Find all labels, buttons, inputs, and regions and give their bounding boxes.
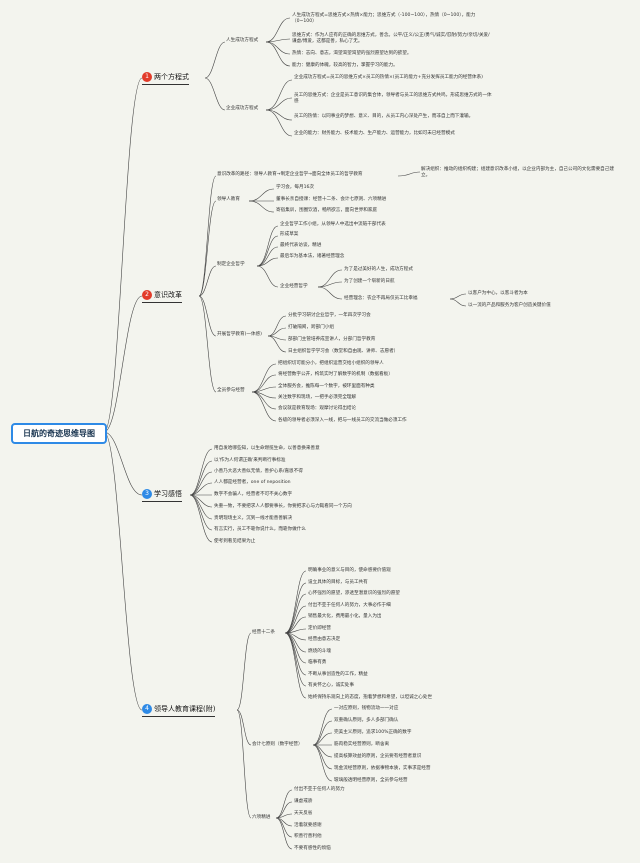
list-item[interactable]: 有关怀之心，诚实处事	[308, 683, 354, 688]
list-item[interactable]: 部部门主管培养成宣讲人，分部门哲学教育	[288, 337, 376, 342]
list-item[interactable]: 把组织切可能分小，把组织运营交给小组织的领导人	[278, 361, 384, 366]
node-all-participate[interactable]: 全员参与经营	[217, 388, 245, 393]
number-badge-4: 4	[142, 704, 152, 714]
list-item[interactable]: 完美主义原则，追求100%正确的数字	[334, 730, 412, 735]
list-item[interactable]: 谦虚戒骄	[294, 799, 313, 804]
node-seven-accounting[interactable]: 会计七原则（数字经营）	[252, 742, 303, 747]
root-to-branch-4	[103, 431, 143, 711]
list-item[interactable]: 使考到看见结果为止	[214, 539, 256, 544]
root-to-branch-2	[103, 295, 143, 433]
node-life-formula-item[interactable]: 能力：健康的体魄，较高的智力，掌握学习的能力。	[292, 63, 398, 68]
list-item[interactable]: 为了是过美好的人生，成功方程式	[344, 267, 413, 272]
node-reform-path-note[interactable]: 解决组织：推动的组织构建；组建意识改革小组，以企业内部为主，自己公司的文化需要自…	[421, 167, 614, 178]
list-item[interactable]: 临事有勇	[308, 660, 327, 665]
node-corp-formula-item[interactable]: 企业成功方程式=员工的思维方式×员工的热情×(员工的能力+充分发挥员工能力的经营…	[294, 75, 483, 80]
list-item[interactable]: 有言实行，员工不靠你说什么，而靠你做什么	[214, 527, 306, 532]
list-item[interactable]: 付出不亚于任何人的努力	[294, 787, 345, 792]
list-item[interactable]: 设立具体的目标，与员工共有	[308, 580, 368, 585]
list-item[interactable]: 双重确认原则，多人多部门确认	[334, 718, 399, 723]
list-item[interactable]: 付出不亚于任何人的努力，大事必作于细	[308, 603, 391, 608]
list-item[interactable]: 董事长亲自授课：经营十二条、会计七原则、六项精进	[276, 197, 387, 202]
list-item[interactable]: 燃烧的斗魂	[308, 649, 331, 654]
list-item[interactable]: 明确事业的意义与目的，使命感要价值观	[308, 568, 391, 573]
list-item[interactable]: 学习会，每月16次	[276, 185, 315, 190]
node-corp-formula-item[interactable]: 员工的思维方式：企业是员工意识的集合体，领导者与员工的思维方式共鸣，形成思维方式…	[294, 93, 492, 104]
list-item[interactable]: 失重一致，不要把求人人都要事长，你要把求心与力辄看同一个方向	[214, 504, 352, 509]
node-life-formula-item[interactable]: 思维方式：作为人应有的正确的思维方式，善念。公平/正义/公正/勇气/诚实/忍耐/…	[292, 33, 490, 44]
node-corp-formula[interactable]: 企业成功方程式	[226, 106, 259, 111]
branch-3-label: 学习感悟	[154, 490, 182, 498]
node-make-philosophy[interactable]: 制定企业哲学	[217, 262, 245, 267]
node-corp-formula-item[interactable]: 企业的能力：财务能力、技术能力、生产能力、运营能力，比如可未已经营模式	[294, 131, 455, 136]
node-twelve-rules[interactable]: 经营十二条	[252, 630, 275, 635]
node-leader-education[interactable]: 领导人教育	[217, 197, 240, 202]
root-to-branch-1	[103, 77, 143, 433]
branch-4-label: 领导人教育课程(附)	[154, 705, 216, 713]
list-item[interactable]: 打破隔阂，跨部门小组	[288, 325, 334, 330]
number-badge-2: 2	[142, 290, 152, 300]
list-item[interactable]: 现金流经营原则，依据事物本质，实事求是经营	[334, 766, 431, 771]
node-life-formula[interactable]: 人生成功方程式	[226, 38, 259, 43]
list-item[interactable]: 人人都是经营者，one of neposition	[214, 480, 291, 485]
list-item[interactable]: 日主组织哲学学习会（数堂和自由观、讲师、志愿者）	[288, 349, 399, 354]
root-to-branch-3	[103, 431, 143, 496]
list-item[interactable]: 不要有感性的烦恼	[294, 846, 331, 851]
list-item[interactable]: 玻璃般透明经营原则，全员参与经营	[334, 778, 408, 783]
list-item[interactable]: 始终保持乐观向上的态度，抱着梦想和希望，以坦诚之心处世	[308, 695, 433, 700]
list-item[interactable]: 最终代表访谈，精进	[280, 243, 322, 248]
list-item[interactable]: 积善行善利他	[294, 834, 322, 839]
node-life-formula-item[interactable]: 人生成功方程式=思维方式×热情×能力；思维方式（-100~100），热情（0~1…	[292, 13, 476, 24]
list-item[interactable]: 以一流的产品和服务为客户创造关键价值	[468, 303, 551, 308]
node-six-diligence[interactable]: 六项精进	[252, 815, 271, 820]
list-item[interactable]: 数字不会骗人，经营者不可不关心数字	[214, 492, 293, 497]
node-corp-philosophy[interactable]: 企业经营哲学	[280, 284, 308, 289]
node-corp-formula-item[interactable]: 员工的热情：以同事业的梦想、意义、目的，从员工内心深处产生，而非自上而下灌输。	[294, 114, 474, 119]
root-topic[interactable]: 日航的奇迹思维导图	[11, 423, 107, 444]
node-reform-path[interactable]: 意识改革的路径：领导人教育→制定企业哲学→面向全体员工的哲学教育	[217, 172, 363, 177]
list-item[interactable]: 小善乃大恶大善似无情，善护心系/嘉恩不得	[214, 469, 303, 474]
number-badge-1: 1	[142, 72, 152, 82]
list-item[interactable]: 贵明现场主义，沉到一线才能善善解决	[214, 516, 293, 521]
list-item[interactable]: 以'作为人何谓正确'来判断行事标准	[214, 458, 286, 463]
list-item[interactable]: 经营由意志决定	[308, 637, 341, 642]
list-item[interactable]: 定价即经营	[308, 626, 331, 631]
list-item[interactable]: 关注数字和现场，一把手必须完全理解	[278, 395, 357, 400]
list-item[interactable]: 会议就是教育现场：观摩讨论得出结论	[278, 406, 357, 411]
list-item[interactable]: 寄宿集训，围圈饮酒，畅所欲言，面向世界和家庭	[276, 208, 378, 213]
list-item[interactable]: 全体服务会，推陈每一个数字，被环里面有种类	[278, 384, 375, 389]
list-item[interactable]: 销售最大化，费用最小化，量入为出	[308, 614, 382, 619]
list-item[interactable]: 不断从事创造性的工作，精益	[308, 672, 368, 677]
list-item[interactable]: 天天反省	[294, 811, 313, 816]
list-item[interactable]: 分批学习研讨企业哲学，一年四次学习会	[288, 313, 371, 318]
list-item[interactable]: 最后华为基本法，诸著经营理念	[280, 254, 345, 259]
list-item[interactable]: 提高核算效益的原则，企员要有经营者意识	[334, 754, 422, 759]
branch-2-label: 意识改革	[154, 291, 182, 299]
list-item[interactable]: 活着就要感谢	[294, 823, 322, 828]
list-item[interactable]: 各级的领导者必须深入一线，把与一线员工的交流当做必须工作	[278, 418, 407, 423]
node-mgmt-idea[interactable]: 经营理念：农企不再局仅员工比幸福	[344, 296, 418, 301]
list-item[interactable]: 用自发哈哪些知，以生命燃揽生命，以善意换来善意	[214, 446, 320, 451]
number-badge-3: 3	[142, 489, 152, 499]
list-item[interactable]: 以客户为中心，以客斗者为本	[468, 291, 528, 296]
list-item[interactable]: 企业哲学工作小组，从领导人中选出中流砥干部代表	[280, 222, 386, 227]
list-item[interactable]: 一对应原则，钱物流动一一对应	[334, 706, 399, 711]
list-item[interactable]: 筋肉稳实经营原则，断舍离	[334, 742, 390, 747]
list-item[interactable]: 心怀强烈的愿望，渗透至潜意识的强烈的愿望	[308, 591, 400, 596]
branch-1-label: 两个方程式	[154, 73, 189, 81]
node-life-formula-item[interactable]: 热情：志向、意志，渴望渴望渴望的强烈愿望达到的欲望。	[292, 51, 412, 56]
list-item[interactable]: 形成草案	[280, 232, 299, 237]
list-item[interactable]: 将经营数字公开，构筑实时了解数字的机制（数据看板）	[278, 372, 393, 377]
node-philosophy-edu[interactable]: 开展哲学教育(一体感)	[217, 332, 262, 337]
list-item[interactable]: 为了创建一个崭新的日航	[344, 279, 395, 284]
